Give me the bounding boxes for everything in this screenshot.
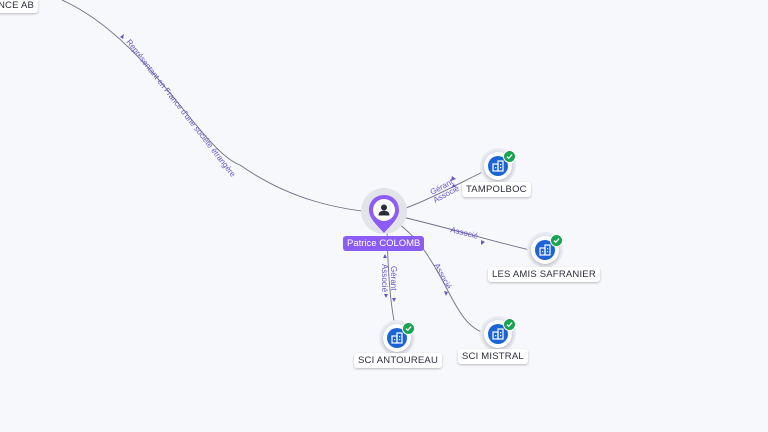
company-label-antoureau[interactable]: SCI ANTOUREAU: [354, 353, 443, 368]
company-label-mistral[interactable]: SCI MISTRAL: [458, 349, 528, 364]
person-name-label[interactable]: Patrice COLOMB: [343, 236, 425, 251]
arrow-marker: [392, 298, 396, 302]
arrow-marker: [451, 176, 456, 181]
arrow-marker: [384, 294, 388, 298]
company-node-antoureau[interactable]: [379, 320, 415, 356]
building-icon: [488, 156, 508, 176]
company-node-mistral[interactable]: [480, 316, 516, 352]
edge-label-top: Représentant en France d'une société étr…: [124, 38, 237, 179]
company-node-les-amis[interactable]: [527, 232, 563, 268]
verified-check-icon: [503, 150, 516, 163]
arrow-marker: [444, 291, 448, 296]
verified-check-icon: [550, 234, 563, 247]
node-label-top[interactable]: NCE AB: [0, 0, 39, 13]
person-icon: [378, 204, 390, 216]
building-icon: [535, 240, 555, 260]
edge-label-mistral: Associé: [432, 262, 453, 291]
edge-label-les-amis: Associé: [450, 225, 480, 241]
edge-label-antoureau-associe: Associé: [380, 264, 389, 293]
arrow-marker: [120, 34, 124, 39]
company-label-tampolboc[interactable]: TAMPOLBOC: [462, 182, 531, 197]
map-pin-icon: [369, 195, 399, 233]
arrow-marker: [481, 240, 485, 245]
company-label-les-amis[interactable]: LES AMIS SAFRANIER: [488, 267, 600, 282]
verified-check-icon: [402, 322, 415, 335]
company-node-tampolboc[interactable]: [480, 148, 516, 184]
building-icon: [387, 328, 407, 348]
arrow-marker: [383, 254, 387, 258]
edge-les-amis: [397, 215, 536, 252]
edge-top: [61, 0, 383, 214]
building-icon: [488, 324, 508, 344]
edge-label-antoureau-gerant: Gérant: [389, 266, 398, 291]
arrow-marker: [452, 184, 457, 188]
person-pin[interactable]: [366, 193, 402, 242]
verified-check-icon: [503, 318, 516, 331]
